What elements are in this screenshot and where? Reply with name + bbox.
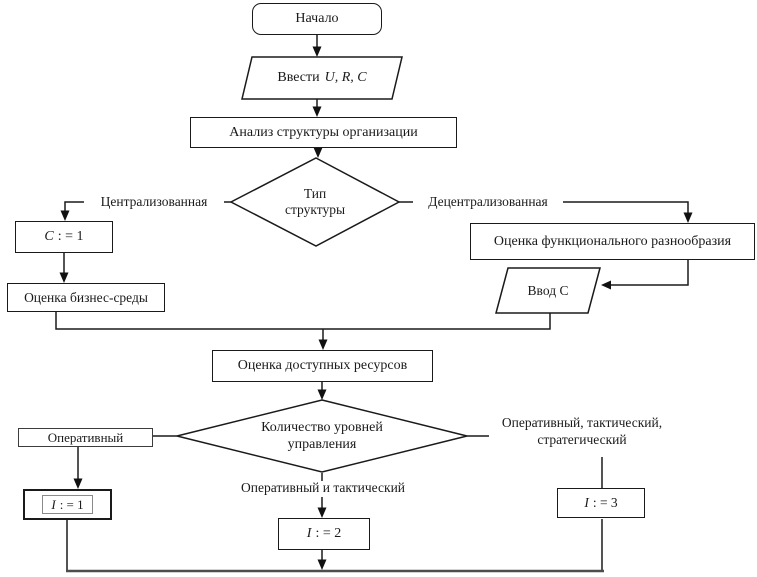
func-diversity-label: Оценка функционального разнообразия — [493, 233, 732, 249]
set-c-var: C — [44, 229, 54, 244]
set-c-node: C : = 1 — [15, 221, 113, 253]
edge-funcdiv-to-inputc — [611, 260, 689, 286]
func-diversity-node: Оценка функционального разнообразия — [470, 223, 755, 260]
operational-text: Оперативный — [47, 429, 124, 445]
arrow-left-icon — [601, 280, 611, 290]
branch-label-operational: Оперативный — [18, 428, 153, 447]
arrow-down-icon — [73, 478, 83, 489]
input-urc-parallelogram — [241, 56, 403, 100]
edge-merge-line — [55, 312, 551, 330]
analyze-structure-node: Анализ структуры организации — [190, 117, 457, 148]
connector-lines — [55, 35, 689, 573]
arrow-down-icon — [60, 210, 70, 221]
set-i3-assign: : = 3 — [592, 495, 618, 510]
branch-label-op-tactical: Оперативный и тактический — [228, 480, 418, 496]
levels-line1: Количество уровней — [261, 420, 383, 435]
shape-layer — [176, 56, 601, 473]
start-node: Начало — [252, 3, 382, 35]
input-c-parallelogram — [495, 267, 601, 314]
decentralized-text: Децентрализованная — [428, 193, 548, 209]
branch-label-centralized: Централизованная — [84, 194, 224, 209]
set-i1-var: I — [51, 496, 56, 512]
arrow-down-icon — [317, 389, 327, 400]
set-i2-assign: : = 2 — [315, 526, 342, 541]
arrow-down-icon — [59, 272, 69, 283]
set-i3-node: I : = 3 — [557, 488, 645, 518]
start-label: Начало — [295, 11, 339, 26]
resources-node: Оценка доступных ресурсов — [212, 350, 433, 382]
levels-line2: управления — [287, 437, 357, 452]
arrow-down-icon — [317, 559, 327, 570]
structure-type-decision: Тип структуры — [231, 158, 399, 246]
structure-type-diamond — [229, 157, 401, 247]
set-i3-var: I — [584, 495, 589, 510]
input-urc-node: Ввести U, R, C — [242, 57, 402, 99]
arrow-down-icon — [312, 46, 322, 57]
set-c-assign: : = 1 — [57, 229, 84, 244]
op-tact-strat-line2: стратегический — [537, 432, 627, 447]
levels-diamond — [176, 399, 468, 473]
set-i2-var: I — [306, 526, 312, 541]
op-tactical-text: Оперативный и тактический — [240, 480, 406, 495]
input-urc-label: Ввести — [277, 70, 320, 85]
input-urc-vars: U, R, C — [324, 70, 367, 85]
centralized-text: Централизованная — [100, 193, 208, 209]
input-c-node: Ввод С — [496, 268, 600, 313]
branch-label-decentralized: Децентрализованная — [413, 194, 563, 209]
structure-type-line1: Тип — [303, 186, 327, 201]
set-i2-node: I : = 2 — [278, 518, 370, 550]
resources-label: Оценка доступных ресурсов — [237, 358, 408, 373]
arrow-down-icon — [312, 106, 322, 117]
input-c-label: Ввод С — [527, 282, 569, 298]
arrow-down-icon — [318, 339, 328, 350]
levels-decision: Количество уровней управления — [177, 400, 467, 472]
set-i1-node: I : = 1 — [23, 489, 112, 520]
business-env-node: Оценка бизнес-среды — [7, 283, 165, 312]
branch-label-op-tact-strat: Оперативный, тактический, стратегический — [486, 413, 678, 449]
business-env-label: Оценка бизнес-среды — [24, 289, 148, 305]
arrow-down-icon — [313, 147, 323, 158]
arrow-down-icon — [317, 507, 327, 518]
analyze-structure-label: Анализ структуры организации — [229, 124, 418, 140]
op-tact-strat-line1: Оперативный, тактический, — [501, 415, 663, 430]
arrow-down-icon — [683, 212, 693, 223]
structure-type-line2: структуры — [284, 202, 346, 217]
set-i1-inner-frame: I : = 1 — [42, 495, 93, 514]
set-i1-assign: : = 1 — [59, 496, 84, 512]
arrowheads — [59, 46, 693, 570]
